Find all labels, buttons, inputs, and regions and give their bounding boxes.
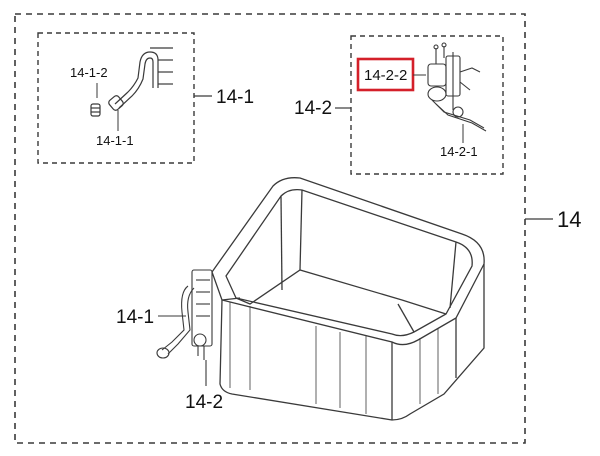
subassembly-14-1-label: 14-1 [216, 87, 254, 108]
subassembly-14-2-box: 14-2 14-2-2 14-2-1 [294, 35, 504, 175]
assembly-label: 14 [557, 207, 581, 232]
basin-tub-icon [211, 177, 485, 421]
part-14-1-1-label: 14-1-1 [96, 133, 134, 148]
part-14-1-2-label: 14-1-2 [70, 65, 108, 80]
part-14-2-1-label: 14-2-1 [440, 144, 478, 159]
callout-14-2-label: 14-2 [185, 392, 223, 413]
part-14-2-2-label: 14-2-2 [364, 67, 407, 84]
subassembly-14-2-label: 14-2 [294, 98, 332, 119]
hose-fitting-icon [108, 47, 173, 111]
nozzle-part-icon [90, 103, 101, 117]
subassembly-14-1-box: 14-1 14-1-2 14-1-1 [37, 32, 254, 164]
assembly-boundary [14, 13, 526, 444]
valve-assembly-icon [427, 42, 487, 132]
mounted-fittings-icon [156, 269, 213, 360]
callout-14-1-label: 14-1 [116, 307, 154, 328]
